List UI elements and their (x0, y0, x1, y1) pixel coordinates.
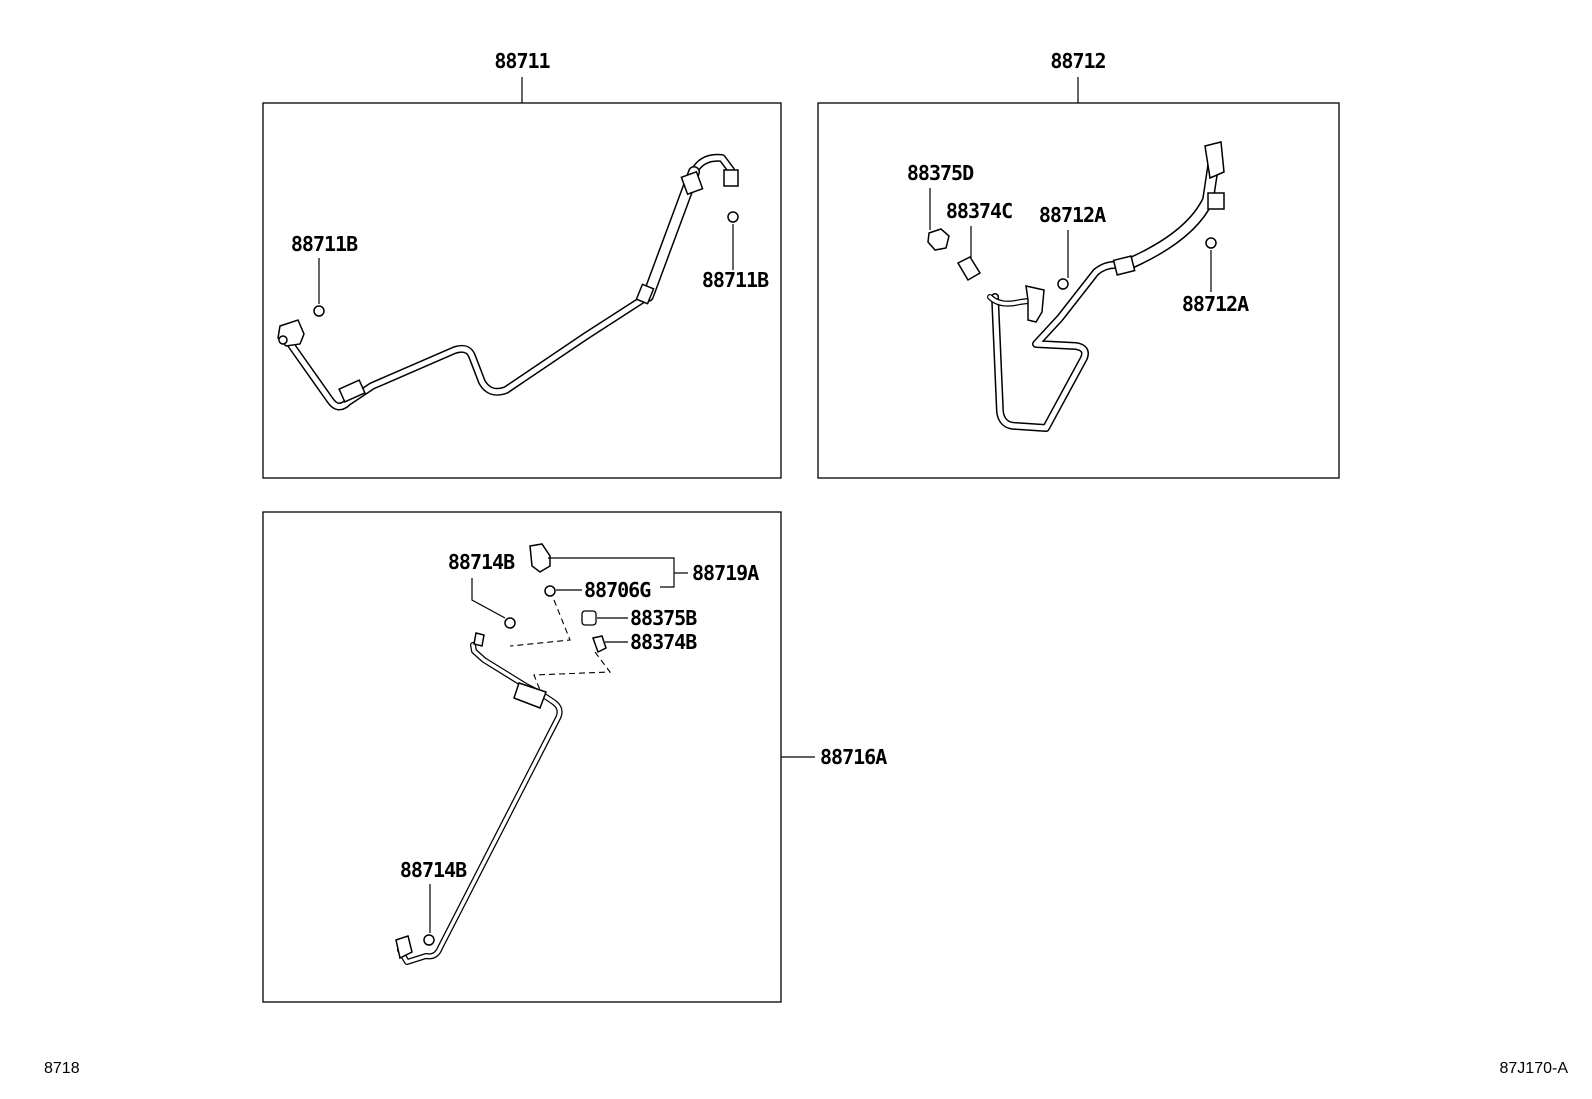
footer-left-code: 8718 (44, 1060, 80, 1077)
o-ring-88706g (544, 585, 556, 597)
cap-88375b (581, 610, 597, 626)
valve-core-88374b (592, 635, 607, 654)
washer-88712a-right (1205, 237, 1217, 249)
pipe-88716a (395, 632, 563, 965)
assembly-guide-lines (509, 599, 612, 691)
callout-88375d: 88375D (907, 161, 974, 185)
callout-88711b-left: 88711B (291, 232, 358, 256)
washer-88714b-bottom (423, 934, 435, 946)
callout-88714b-top: 88714B (448, 550, 515, 574)
washer-88714b-top (504, 617, 516, 629)
footer-right-code: 87J170-A (1500, 1060, 1569, 1077)
callout-88714b-bottom: 88714B (400, 858, 467, 882)
panel-88712-title: 88712 (1050, 49, 1105, 73)
callout-88374c: 88374C (946, 199, 1012, 223)
callout-88711b-right: 88711B (702, 268, 769, 292)
callout-88706g: 88706G (584, 578, 651, 602)
callout-88375b: 88375B (630, 606, 697, 630)
washer-88711b-right (727, 211, 739, 223)
panel-88716a: 88716A 88714B 88719A 88706G 88375B 88374… (262, 511, 888, 1003)
cap-88375d (927, 228, 950, 251)
panel-88712: 88712 88375D 88374C 88712A 88712A (817, 49, 1340, 479)
panel-88716a-frame (262, 511, 782, 1003)
panel-88711: 88711 88711B 88711B (262, 49, 782, 479)
panel-88711-title: 88711 (494, 49, 550, 73)
pressure-switch-88719a (529, 543, 551, 573)
callout-88719a: 88719A (692, 561, 759, 585)
valve-core-88374c (956, 256, 982, 282)
washer-88712a-left (1057, 278, 1069, 290)
washer-88711b-left (313, 305, 325, 317)
callout-88712a-right: 88712A (1182, 292, 1249, 316)
pipe-88711 (277, 153, 739, 411)
callout-88712a-left: 88712A (1039, 203, 1106, 227)
panel-88716a-title: 88716A (820, 745, 887, 769)
callout-88374b: 88374B (630, 630, 697, 654)
pipe-88712 (987, 141, 1225, 432)
